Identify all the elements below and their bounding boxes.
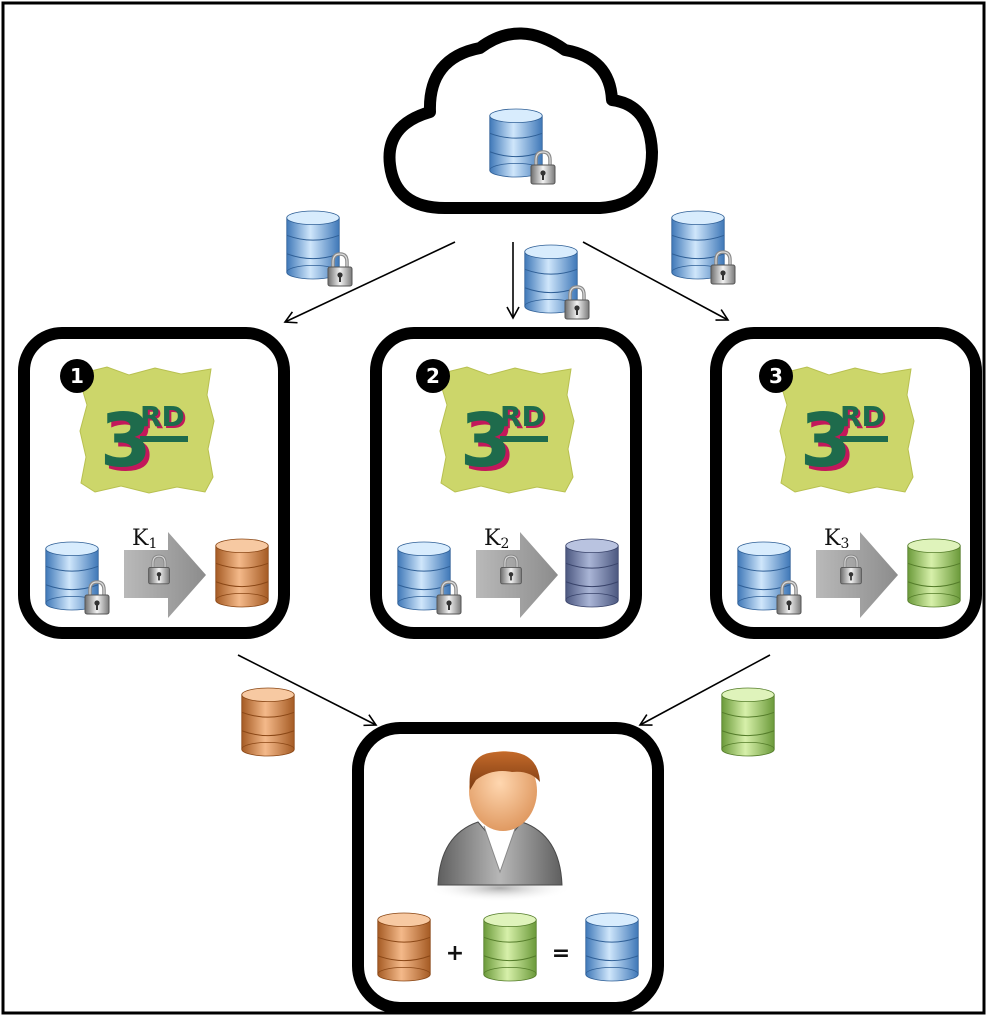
green-database-in-transit-icon bbox=[721, 687, 775, 757]
reencrypt-arrow-icon bbox=[124, 532, 206, 618]
green-database-icon bbox=[483, 912, 537, 982]
third-party-logo: 3 3 RD RD bbox=[439, 366, 575, 494]
svg-text:2: 2 bbox=[426, 364, 440, 388]
blue-database-icon bbox=[585, 912, 639, 982]
svg-text:1: 1 bbox=[70, 364, 84, 388]
reencrypted-database-icon bbox=[215, 538, 269, 608]
reencrypt-arrow-icon bbox=[476, 532, 558, 618]
arrow-icon bbox=[638, 654, 771, 726]
key-label: K1 bbox=[132, 526, 157, 552]
third-party-logo: 3 3 RD RD bbox=[79, 366, 215, 494]
arrows-cloud-to-providers bbox=[283, 241, 730, 324]
arrow-icon bbox=[283, 241, 456, 324]
svg-text:RD: RD bbox=[502, 402, 547, 435]
svg-text:=: = bbox=[552, 941, 570, 966]
third-party-provider-2: 3 3 RD RD 2 K2 bbox=[370, 327, 642, 639]
provider-badge: 2 bbox=[416, 359, 450, 393]
arrow-icon bbox=[582, 241, 730, 321]
svg-text:+: + bbox=[446, 941, 464, 966]
svg-text:3: 3 bbox=[769, 364, 783, 388]
reconstruction-equation: + = bbox=[377, 912, 639, 982]
svg-text:RD: RD bbox=[840, 400, 885, 433]
user-box: + = bbox=[352, 722, 664, 1014]
svg-text:RD: RD bbox=[842, 402, 887, 435]
provider-badge: 3 bbox=[759, 359, 793, 393]
svg-text:3: 3 bbox=[464, 402, 516, 488]
third-party-provider-1: 3 3 RD RD 1 K1 bbox=[18, 327, 290, 639]
key-label: K2 bbox=[484, 526, 509, 552]
reencrypted-database-icon bbox=[565, 538, 619, 608]
svg-text:RD: RD bbox=[142, 402, 187, 435]
svg-text:K1: K1 bbox=[132, 526, 157, 552]
svg-text:RD: RD bbox=[500, 400, 545, 433]
svg-text:RD: RD bbox=[140, 400, 185, 433]
reencrypt-arrow-icon bbox=[816, 532, 898, 618]
reencrypted-database-icon bbox=[907, 538, 961, 608]
third-party-provider-3: 3 3 RD RD 3 K3 bbox=[710, 327, 982, 639]
svg-text:K2: K2 bbox=[484, 526, 509, 552]
provider-badge: 1 bbox=[60, 359, 94, 393]
arrow-icon bbox=[237, 654, 378, 727]
key-label: K3 bbox=[824, 526, 849, 552]
svg-text:K3: K3 bbox=[824, 526, 849, 552]
svg-text:3: 3 bbox=[804, 402, 856, 488]
orange-database-in-transit-icon bbox=[241, 687, 295, 757]
arrows-providers-to-user bbox=[237, 654, 771, 727]
orange-database-icon bbox=[377, 912, 431, 982]
third-party-logo: 3 3 RD RD bbox=[779, 366, 915, 494]
cloud-icon bbox=[383, 27, 658, 214]
svg-text:3: 3 bbox=[104, 402, 156, 488]
user-icon bbox=[428, 751, 572, 902]
